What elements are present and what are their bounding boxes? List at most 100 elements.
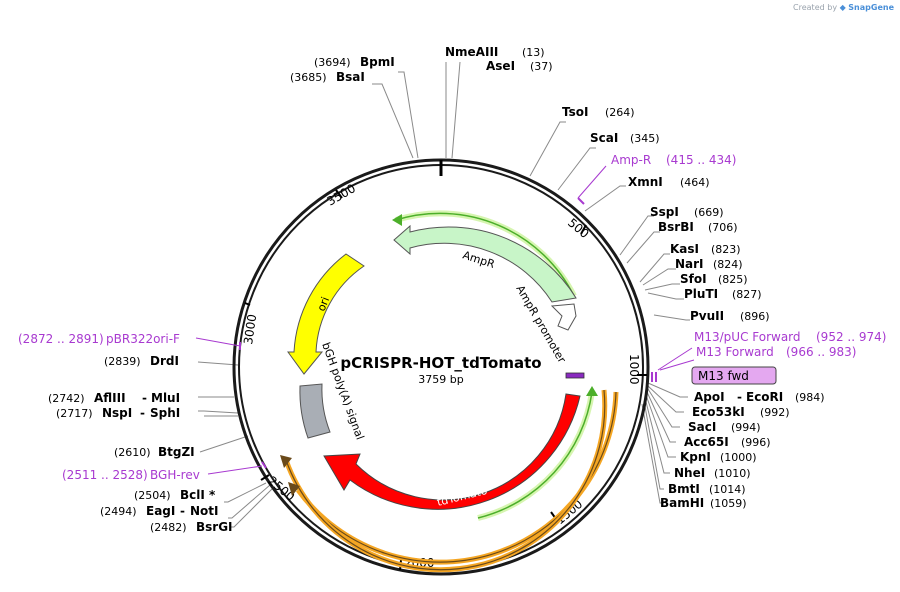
primer-name: Amp-R (611, 153, 651, 167)
ori-feature (287, 253, 365, 375)
enzyme-position: (824) (713, 258, 743, 271)
enzyme-position: (2839) (104, 355, 141, 368)
ori-label: ori (315, 295, 332, 313)
enzymes-right: NmeAIII (13) AseI (37) TsoI (264) ScaI (… (445, 45, 825, 510)
enzyme-name: BamHI (660, 496, 704, 510)
enzyme-name: DrdI (150, 354, 179, 368)
plasmid-name: pCRISPR-HOT_tdTomato (340, 354, 541, 372)
enzyme-separator: - (737, 390, 742, 404)
enzyme-position: (896) (740, 310, 770, 323)
enzyme-name: SacI (688, 420, 716, 434)
enzyme-name: BmtI (668, 482, 700, 496)
snapgene-logo: ◆ (839, 3, 846, 12)
ampr-promoter-feature (550, 303, 577, 331)
enzyme-name: ScaI (590, 131, 618, 145)
enzyme-name-2: EcoRI (746, 390, 783, 404)
bgh-feature (299, 383, 331, 439)
enzyme-position: (264) (605, 106, 635, 119)
enzyme-position: (1000) (720, 451, 757, 464)
enzyme-name: PvuII (690, 309, 724, 323)
enzyme-position: (823) (711, 243, 741, 256)
enzyme-name: XmnI (628, 175, 663, 189)
enzyme-position: (3694) (314, 56, 351, 69)
enzyme-name: SfoI (680, 272, 707, 286)
enzyme-separator: - (140, 406, 145, 420)
tdtomato-feature (323, 393, 581, 510)
enzyme-position: (2742) (48, 392, 85, 405)
enzyme-name-2: NotI (190, 504, 219, 518)
enzyme-position: (2504) (134, 489, 171, 502)
leader-lines (197, 61, 690, 528)
primer-range: (2872 .. 2891) (18, 332, 104, 346)
enzyme-name: AseI (486, 59, 515, 73)
enzyme-position: (1010) (714, 467, 751, 480)
enzyme-name: BclI * (180, 488, 216, 502)
primer-arrow-small (565, 372, 585, 379)
primer-name: M13/pUC Forward (694, 330, 801, 344)
enzyme-name-2: SphI (150, 406, 180, 420)
enzyme-position: (669) (694, 206, 724, 219)
primer-labels: Amp-R (415 .. 434) M13/pUC Forward (952 … (18, 153, 886, 482)
snapgene-credit: Created by ◆ SnapGene (793, 3, 894, 12)
enzyme-name-2: MluI (151, 391, 180, 405)
primer-range: (952 .. 974) (816, 330, 886, 344)
enzyme-name: KpnI (680, 450, 711, 464)
enzyme-position: (345) (630, 132, 660, 145)
tick-1000: 1000 (627, 354, 641, 385)
enzyme-position: (827) (732, 288, 762, 301)
m13fwd-box-label: M13 fwd (698, 369, 749, 383)
enzyme-name: Acc65I (684, 435, 729, 449)
primer-markers (195, 165, 695, 475)
primer-range: (2511 .. 2528) (62, 468, 148, 482)
enzyme-name: NheI (674, 466, 705, 480)
enzyme-position: (996) (741, 436, 771, 449)
enzyme-name: EagI (146, 504, 175, 518)
enzyme-position: (994) (731, 421, 761, 434)
enzyme-name: BsrGI (196, 520, 233, 534)
enzyme-name: AflIII (94, 391, 126, 405)
plasmid-length: 3759 bp (418, 373, 463, 386)
credit-brand: SnapGene (848, 3, 894, 12)
enzyme-name: PluTI (684, 287, 718, 301)
enzyme-separator: - (142, 391, 147, 405)
m13fwd-box (691, 366, 777, 385)
enzyme-position: (1059) (710, 497, 747, 510)
enzyme-position: (2717) (56, 407, 93, 420)
primer-name: pBR322ori-F (106, 332, 180, 346)
enzyme-position: (825) (718, 273, 748, 286)
enzyme-position: (3685) (290, 71, 327, 84)
primer-range: (966 .. 983) (786, 345, 856, 359)
enzyme-name: NspI (102, 406, 132, 420)
primer-name: BGH-rev (150, 468, 200, 482)
enzyme-name: BtgZI (158, 445, 195, 459)
enzyme-name: NarI (675, 257, 704, 271)
tick-marks (244, 189, 647, 571)
enzyme-position: (464) (680, 176, 710, 189)
enzyme-name: ApoI (694, 390, 725, 404)
tick-3000: 3000 (241, 313, 259, 345)
enzyme-position: (1014) (709, 483, 746, 496)
enzyme-position: (13) (522, 46, 545, 59)
enzyme-name: Eco53kI (692, 405, 745, 419)
enzyme-name: BpmI (360, 55, 395, 69)
enzyme-name: BsrBI (658, 220, 694, 234)
enzyme-name: SspI (650, 205, 679, 219)
enzyme-position: (706) (708, 221, 738, 234)
enzyme-name: KasI (670, 242, 699, 256)
enzyme-position: (984) (795, 391, 825, 404)
enzyme-position: (2482) (150, 521, 187, 534)
enzyme-name: BsaI (336, 70, 365, 84)
enzymes-left: (3694) BpmI (3685) BsaI (2839) DrdI (274… (48, 55, 395, 534)
enzyme-position: (992) (760, 406, 790, 419)
enzyme-position: (2610) (114, 446, 151, 459)
ampr-feature (393, 224, 577, 303)
enzyme-position: (2494) (100, 505, 137, 518)
credit-prefix: Created by (793, 3, 838, 12)
enzyme-name: TsoI (562, 105, 588, 119)
enzyme-name: NmeAIII (445, 45, 498, 59)
enzyme-separator: - (180, 504, 185, 518)
orf-arcs (280, 389, 619, 573)
primer-name: M13 Forward (696, 345, 774, 359)
enzyme-position: (37) (530, 60, 553, 73)
green-arcs (392, 210, 598, 521)
